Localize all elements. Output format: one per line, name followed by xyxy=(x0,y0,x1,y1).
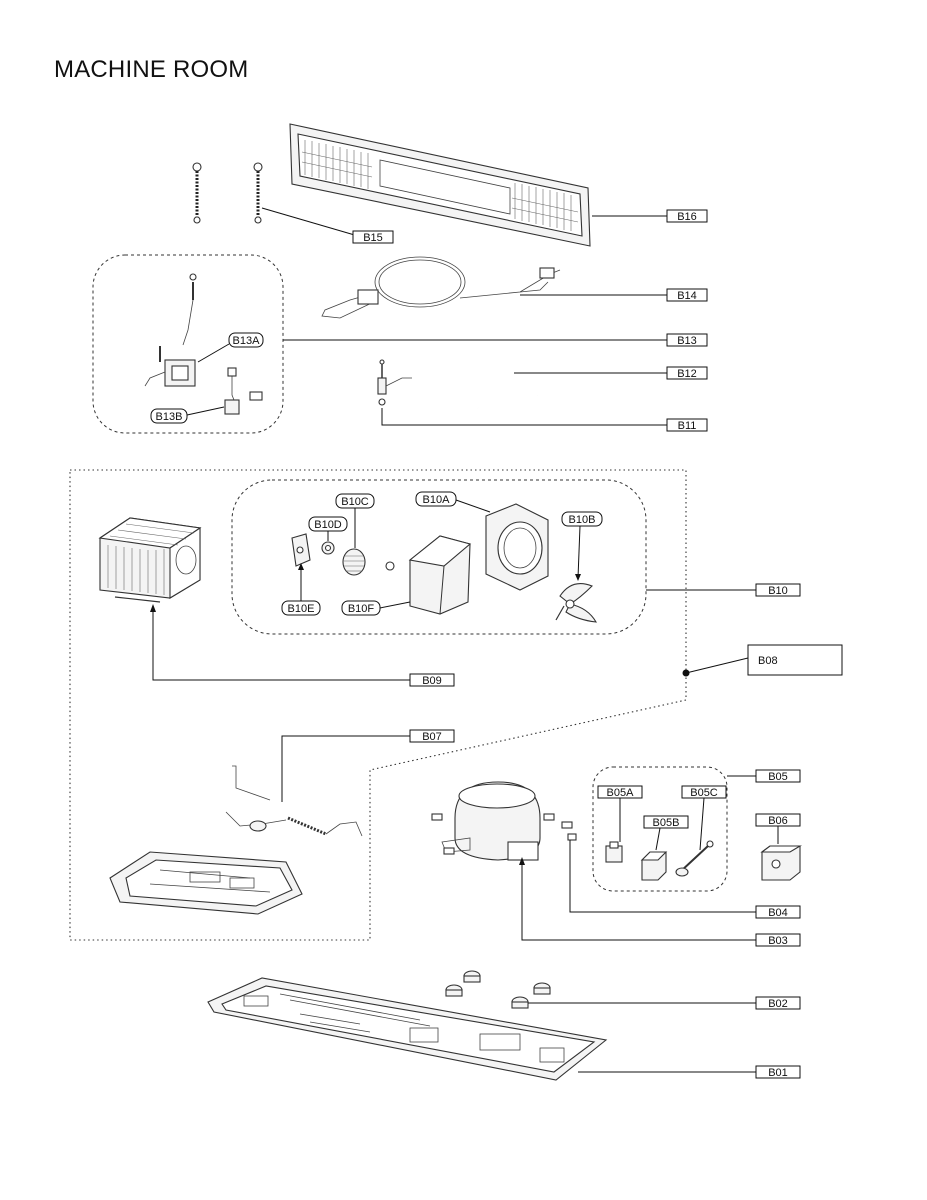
label-b10b: B10B xyxy=(569,514,596,526)
label-b02: B02 xyxy=(768,998,788,1010)
group-b10-outline xyxy=(231,479,647,635)
label-b16: B16 xyxy=(677,211,697,223)
washer-part xyxy=(321,541,335,555)
label-b09: B09 xyxy=(422,675,442,687)
label-b07: B07 xyxy=(422,731,442,743)
rear-cover-panel-part xyxy=(289,123,591,247)
label-b14: B14 xyxy=(677,290,697,302)
overload-protector-part xyxy=(640,851,668,881)
wire-harness-part xyxy=(321,256,561,319)
label-b12: B12 xyxy=(677,368,697,380)
base-plate-part xyxy=(207,977,608,1081)
heater-wire-part xyxy=(225,765,363,837)
fan-motor-part xyxy=(342,548,395,576)
fan-bracket-part xyxy=(291,533,311,567)
tube-part xyxy=(446,351,540,414)
capacitor-lead-part xyxy=(675,840,714,877)
label-b10d: B10D xyxy=(314,519,342,531)
page-title: MACHINE ROOM xyxy=(54,56,249,83)
label-b10: B10 xyxy=(768,585,788,597)
screws-part xyxy=(192,162,263,224)
fan-blade-part xyxy=(555,583,598,623)
drain-tray-part xyxy=(109,851,303,915)
label-b13: B13 xyxy=(677,335,697,347)
terminal-cover-part xyxy=(760,845,802,881)
label-b10f: B10F xyxy=(348,603,375,615)
label-b08: B08 xyxy=(758,655,778,667)
label-b03: B03 xyxy=(768,935,788,947)
label-b05a: B05A xyxy=(607,787,635,799)
label-b11: B11 xyxy=(678,420,697,432)
label-b10a: B10A xyxy=(423,494,451,506)
sensor-part xyxy=(377,359,412,406)
label-b06: B06 xyxy=(768,815,788,827)
group-b13-outline xyxy=(92,254,284,434)
fan-housing-part xyxy=(485,503,549,591)
grommet-part xyxy=(561,821,577,841)
label-b05b: B05B xyxy=(653,817,680,829)
condenser-block-part xyxy=(98,517,202,603)
label-b13b: B13B xyxy=(156,411,183,423)
label-b04: B04 xyxy=(768,907,788,919)
fan-shroud-part xyxy=(408,535,472,615)
compressor-part xyxy=(431,781,555,861)
label-b15: B15 xyxy=(363,232,383,244)
label-b10e: B10E xyxy=(288,603,315,615)
label-b13a: B13A xyxy=(233,335,261,347)
rubber-feet-part xyxy=(445,970,551,1009)
label-b05: B05 xyxy=(768,771,788,783)
valve-assembly-part xyxy=(144,273,263,415)
label-b10c: B10C xyxy=(341,496,369,508)
label-b01: B01 xyxy=(768,1067,788,1079)
relay-part xyxy=(605,841,623,863)
label-b05c: B05C xyxy=(690,787,718,799)
